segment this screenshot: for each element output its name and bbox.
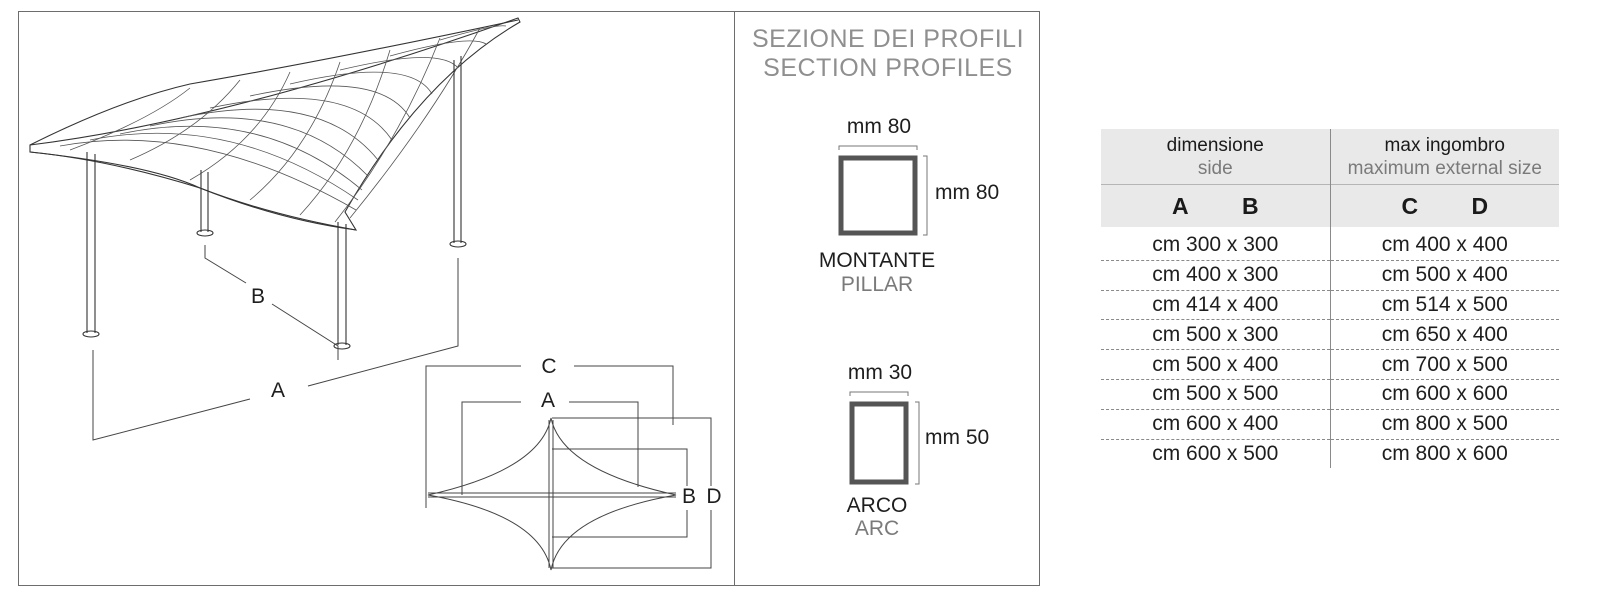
letter-a: A [1171,192,1189,219]
pillar-profile-drawing [838,145,928,236]
pillars [82,56,467,350]
side-cell: cm 600 x 500 [1101,439,1331,469]
side-cell: cm 500 x 500 [1101,379,1331,410]
plan-dim-c [425,365,674,508]
col-max-header: max ingombro maximum external size [1330,129,1559,185]
arc-profile-drawing [849,391,920,485]
frame-divider [734,11,735,586]
max-cell: cm 500 x 400 [1330,260,1559,291]
plan-label-a: A [540,389,556,412]
max-cell: cm 800 x 600 [1381,441,1508,465]
table-row: cm 600 x 500 cm 800 x 600 [1101,439,1559,469]
membrane-mesh [59,25,507,223]
col-side-title: dimensione [1166,134,1264,156]
arc-name-en: ARC [854,517,900,540]
max-cell: cm 514 x 500 [1330,290,1559,321]
letter-c: C [1401,192,1419,219]
letter-b: B [1241,192,1259,219]
side-cell: cm 300 x 300 [1101,227,1331,261]
plan-label-b: B [681,485,697,508]
arc-name-it: ARCO [846,494,908,517]
plan-dim-a [461,401,639,495]
plan-label-c: C [541,355,557,378]
pillar-height-label: mm 80 [935,181,1000,204]
max-cell: cm 600 x 600 [1330,379,1559,410]
perspective-dimensions [92,245,459,441]
perspective-label-b: B [250,285,266,308]
pillar-width-label: mm 80 [846,115,912,138]
arc-width-label: mm 30 [847,361,913,384]
col-side-subtitle: side [1197,157,1233,179]
membrane-edge-front [29,151,357,231]
perspective-label-a: A [270,379,286,402]
plan-arc-v [548,420,554,568]
col-side-header: dimensione side [1101,129,1331,185]
max-cell: cm 700 x 500 [1330,349,1559,380]
plan-dim-d [552,417,712,569]
letter-d: D [1471,192,1489,219]
side-cell: cm 600 x 400 [1101,409,1331,440]
col-max-title: max ingombro [1384,134,1505,156]
plan-membrane [427,417,677,571]
section-heading-it: SEZIONE DEI PROFILI [751,25,1025,53]
side-cell: cm 400 x 300 [1101,260,1331,291]
max-cell: cm 800 x 500 [1330,409,1559,440]
side-cell: cm 500 x 300 [1101,319,1331,351]
side-cell: cm 500 x 400 [1101,349,1331,380]
max-cell: cm 400 x 400 [1330,227,1559,261]
pillar-name-en: PILLAR [840,273,914,296]
pillar-name-it: MONTANTE [818,249,936,272]
section-heading-en: SECTION PROFILES [763,54,1013,82]
plan-label-d: D [706,485,722,508]
size-table-header: dimensione side max ingombro maximum ext… [1101,129,1559,185]
plan-view [425,365,712,571]
max-cell: cm 650 x 400 [1330,319,1559,351]
plan-dim-b [552,448,688,538]
side-cell: cm 414 x 400 [1101,290,1331,321]
membrane-outline [29,17,521,231]
col-max-subtitle: maximum external size [1347,157,1542,179]
plan-arc-h [428,492,676,498]
size-table: dimensione side max ingombro maximum ext… [1101,129,1559,469]
drawing-frame [18,11,1040,586]
membrane-edge-back [29,19,519,146]
arc-height-label: mm 50 [925,426,990,449]
